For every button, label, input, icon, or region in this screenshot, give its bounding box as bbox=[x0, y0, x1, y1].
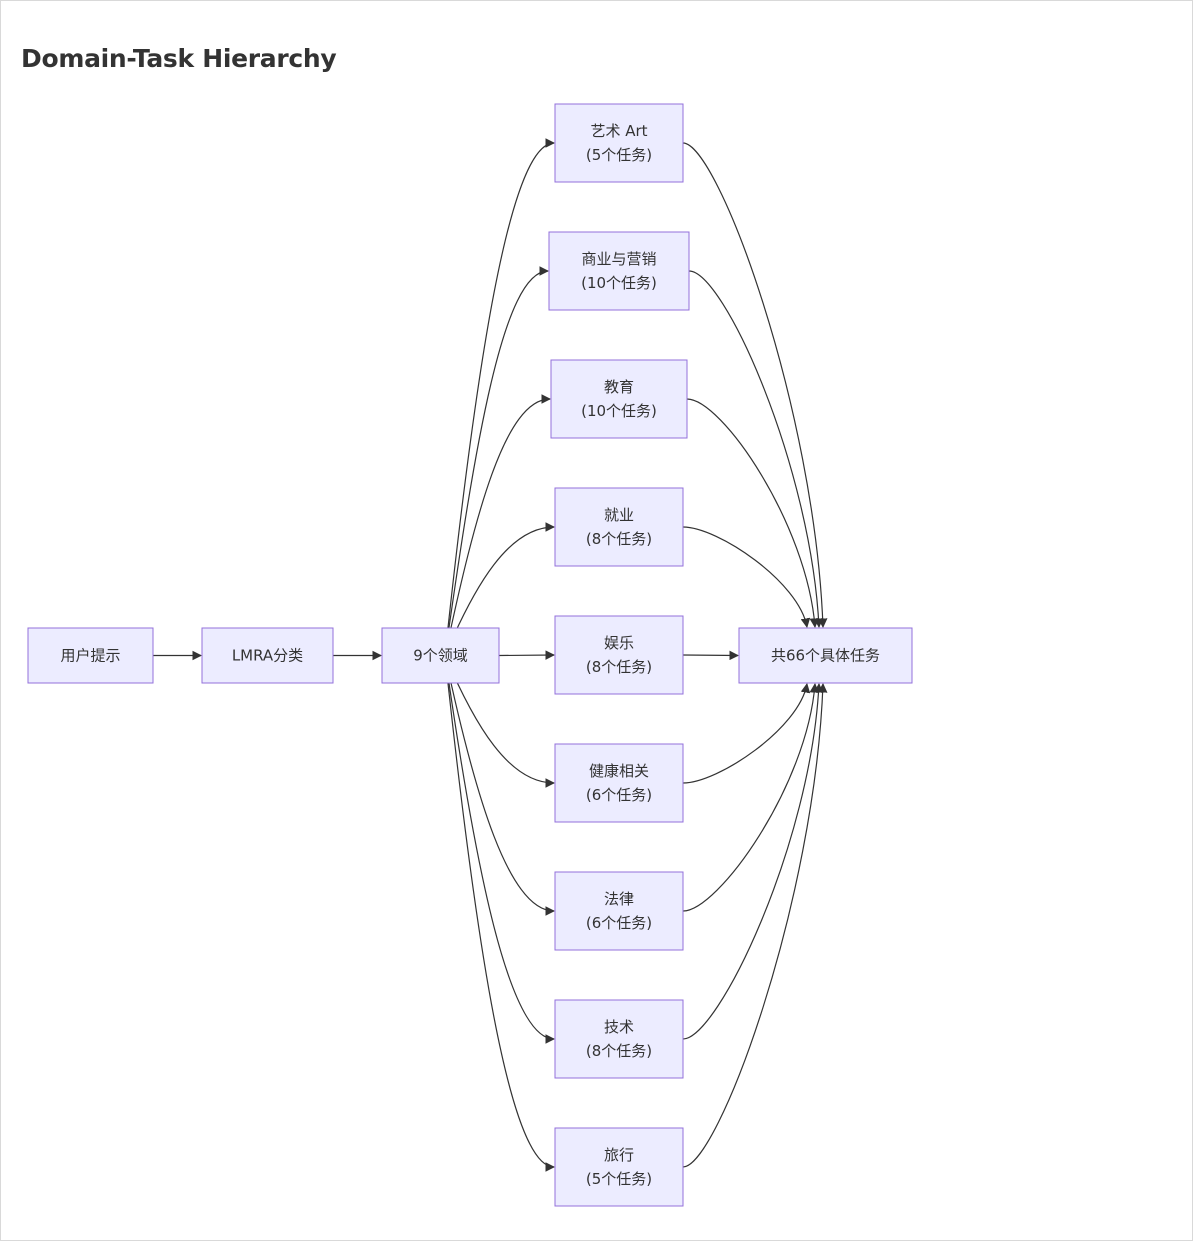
node-box-total bbox=[738, 627, 913, 684]
page-title: Domain-Task Hierarchy bbox=[21, 44, 337, 73]
node-user_prompt: 用户提示 bbox=[27, 627, 154, 684]
node-box-education bbox=[550, 359, 688, 439]
node-lmra: LMRA分类 bbox=[201, 627, 334, 684]
edge-legal-to-total bbox=[682, 683, 820, 912]
edge-domains-to-legal bbox=[444, 655, 555, 916]
node-label-health-1: (6个任务) bbox=[586, 786, 652, 804]
node-box-domains bbox=[381, 627, 500, 684]
node-label-entertainment-1: (8个任务) bbox=[586, 658, 652, 676]
node-box-art bbox=[554, 103, 684, 183]
node-label-business-0: 商业与营销 bbox=[581, 250, 656, 268]
edge-technology-to-total bbox=[682, 683, 824, 1040]
edge-health-to-total bbox=[682, 683, 811, 784]
node-label-travel-0: 旅行 bbox=[604, 1146, 634, 1164]
node-label-legal-1: (6个任务) bbox=[586, 914, 652, 932]
node-box-legal bbox=[554, 871, 684, 951]
node-label-employment-0: 就业 bbox=[604, 506, 634, 524]
edge-travel-to-total bbox=[682, 683, 828, 1168]
node-label-employment-1: (8个任务) bbox=[586, 530, 652, 548]
edge-domains-to-art bbox=[444, 138, 555, 656]
node-label-user_prompt-0: 用户提示 bbox=[60, 647, 120, 665]
node-box-lmra bbox=[201, 627, 334, 684]
edge-domains-to-entertainment bbox=[498, 650, 555, 660]
node-label-domains-0: 9个领域 bbox=[413, 647, 468, 665]
edge-entertainment-to-total bbox=[682, 650, 739, 661]
node-box-travel bbox=[554, 1127, 684, 1207]
node-label-art-1: (5个任务) bbox=[586, 146, 652, 164]
edge-education-to-total bbox=[686, 398, 820, 628]
edge-business-to-total bbox=[688, 270, 824, 628]
node-box-user_prompt bbox=[27, 627, 154, 684]
edge-employment-to-total bbox=[682, 526, 811, 628]
node-label-entertainment-0: 娱乐 bbox=[604, 634, 634, 652]
edge-domains-to-travel bbox=[444, 655, 555, 1172]
node-label-legal-0: 法律 bbox=[604, 890, 634, 908]
edge-domains-to-education bbox=[444, 394, 551, 656]
node-total: 共66个具体任务 bbox=[738, 627, 913, 684]
node-box-employment bbox=[554, 487, 684, 567]
node-label-education-0: 教育 bbox=[604, 378, 634, 396]
node-box-health bbox=[554, 743, 684, 823]
node-box-business bbox=[548, 231, 690, 311]
node-label-education-1: (10个任务) bbox=[581, 402, 657, 420]
node-box-technology bbox=[554, 999, 684, 1079]
node-entertainment: 娱乐 (8个任务) bbox=[554, 615, 684, 695]
edge-art-to-total bbox=[682, 142, 828, 628]
node-health: 健康相关 (6个任务) bbox=[554, 743, 684, 823]
node-label-technology-1: (8个任务) bbox=[586, 1042, 652, 1060]
node-label-health-0: 健康相关 bbox=[589, 762, 649, 780]
node-legal: 法律 (6个任务) bbox=[554, 871, 684, 951]
edge-domains-to-technology bbox=[444, 655, 555, 1044]
edge-domains-to-business bbox=[444, 266, 549, 656]
node-business: 商业与营销 (10个任务) bbox=[548, 231, 690, 311]
node-label-travel-1: (5个任务) bbox=[586, 1170, 652, 1188]
node-label-total-0: 共66个具体任务 bbox=[771, 647, 880, 665]
node-travel: 旅行 (5个任务) bbox=[554, 1127, 684, 1207]
node-domains: 9个领域 bbox=[381, 627, 500, 684]
node-art: 艺术 Art (5个任务) bbox=[554, 103, 684, 183]
node-label-business-1: (10个任务) bbox=[581, 274, 657, 292]
node-box-entertainment bbox=[554, 615, 684, 695]
node-education: 教育 (10个任务) bbox=[550, 359, 688, 439]
node-employment: 就业 (8个任务) bbox=[554, 487, 684, 567]
node-technology: 技术 (8个任务) bbox=[554, 999, 684, 1079]
node-label-technology-0: 技术 bbox=[604, 1018, 634, 1036]
node-label-lmra-0: LMRA分类 bbox=[232, 647, 303, 665]
node-label-art-0: 艺术 Art bbox=[590, 122, 647, 140]
